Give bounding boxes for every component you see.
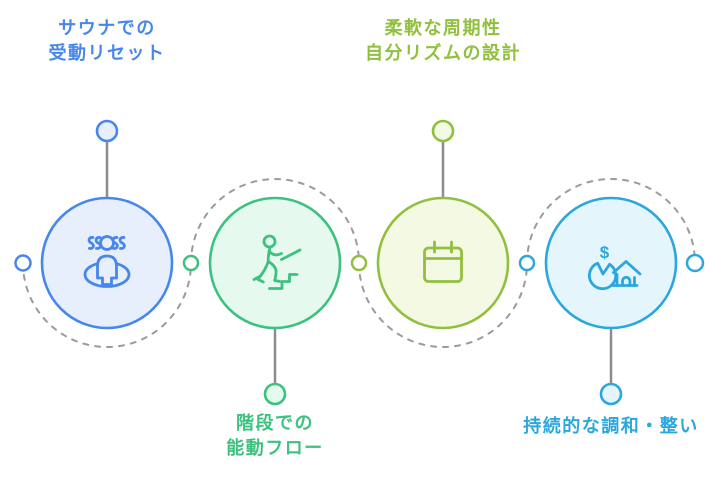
stairs-walking-icon bbox=[252, 234, 302, 290]
stems bbox=[105, 141, 613, 384]
step-1-terminal-dot bbox=[95, 119, 119, 143]
junction-dot-end bbox=[685, 253, 705, 273]
connector-arc-over-step-2 bbox=[190, 178, 360, 264]
stairs-steps bbox=[268, 273, 299, 290]
connector-path bbox=[22, 178, 696, 348]
steam-wave-1 bbox=[87, 236, 95, 250]
handrail-line bbox=[280, 248, 302, 261]
step-4-label: 持続的な調和・整い bbox=[523, 416, 699, 436]
connector-arc-under-step-3 bbox=[358, 262, 528, 348]
step-3-terminal-dot bbox=[431, 119, 455, 143]
step-node-2 bbox=[208, 196, 342, 406]
money-home-icon: $ bbox=[588, 243, 642, 291]
connector-arc-under-step-1 bbox=[22, 262, 192, 348]
walker-front-leg bbox=[266, 260, 282, 283]
step-4-terminal-dot bbox=[599, 382, 623, 406]
step-node-4: $ bbox=[544, 196, 678, 406]
steam-wave-4 bbox=[118, 236, 126, 250]
house-door-arch bbox=[621, 275, 632, 287]
step-1-label: サウナでの 受動リセット bbox=[48, 18, 166, 63]
junction-dot-1-2 bbox=[182, 254, 200, 272]
house-roof bbox=[612, 260, 642, 276]
steam-wave-3 bbox=[111, 236, 119, 250]
step-3-label: 柔軟な周期性 自分リズムの設計 bbox=[365, 18, 521, 63]
step-node-1 bbox=[40, 119, 174, 330]
motion-line bbox=[252, 274, 262, 281]
calendar-body bbox=[423, 246, 463, 283]
steam-wave-2 bbox=[94, 236, 102, 250]
step-3-circle bbox=[376, 196, 510, 330]
junction-dot-3-4 bbox=[518, 254, 536, 272]
junction-dot-start bbox=[14, 254, 32, 272]
calendar-icon bbox=[423, 240, 463, 283]
connector-arc-over-step-4 bbox=[526, 178, 696, 264]
walker-back-leg bbox=[256, 260, 270, 284]
walker-arm bbox=[267, 250, 283, 257]
step-4-circle bbox=[544, 196, 678, 330]
person-head bbox=[99, 235, 115, 251]
sauna-relax-icon bbox=[83, 235, 131, 288]
step-node-3 bbox=[376, 119, 510, 330]
junction-dot-2-3 bbox=[350, 254, 368, 272]
person-bust bbox=[96, 254, 118, 286]
dollar-symbol: $ bbox=[600, 243, 610, 262]
junction-dots bbox=[14, 253, 705, 273]
step-2-label: 階段での 能動フロー bbox=[226, 413, 324, 458]
step-2-terminal-dot bbox=[263, 382, 287, 406]
step-2-circle bbox=[208, 196, 342, 330]
